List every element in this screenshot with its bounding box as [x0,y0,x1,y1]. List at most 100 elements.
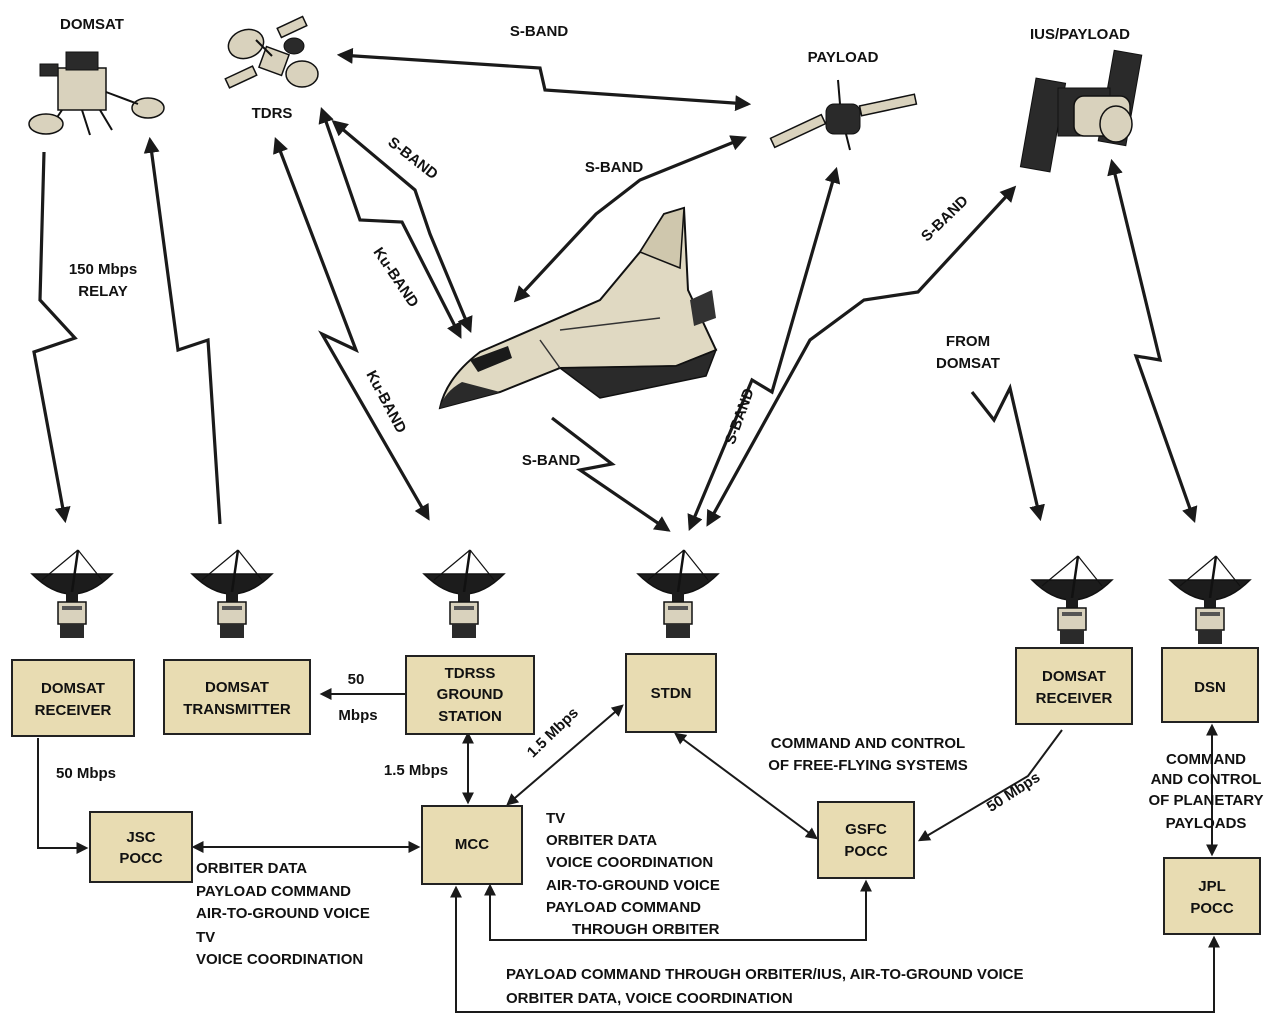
note-line: ORBITER DATA, VOICE COORDINATION [506,990,793,1007]
from-domsat-line [970,383,1045,522]
s-band-label-shuttle-stdn: S-BAND [522,452,580,469]
note-line: VOICE COORDINATION [546,854,713,871]
jsc-mcc-note: ORBITER DATA PAYLOAD COMMAND AIR-TO-GROU… [196,860,370,968]
note-line: AIR-TO-GROUND VOICE [196,905,370,922]
relay-label: RELAY [78,283,127,300]
box-label: DOMSAT [41,680,105,697]
box-label: JSC [126,829,155,846]
mcc-stdn-line [506,704,624,806]
mcc-jpl-line [450,885,1220,1013]
jsc-pocc-box: JSC POCC [89,811,193,883]
domsat-uplink-line [143,136,222,525]
ius-payload-label: IUS/PAYLOAD [1030,26,1130,43]
tdrs-satellite-icon [224,15,319,89]
box-label: GSFC [845,821,887,838]
antenna-dish-icon [30,548,114,640]
rate-label: 50 [348,671,365,688]
planetary-note: COMMAND AND CONTROL OF PLANETARY PAYLOAD… [1149,751,1264,832]
receiver-jsc-line [37,738,89,854]
rate-label: 1.5 Mbps [384,762,448,779]
ku-band-label-tdrs-ground: Ku-BAND [362,368,409,436]
payload-label: PAYLOAD [808,49,879,66]
s-band-label-tdrs-payload: S-BAND [510,23,568,40]
note-line: TV [546,810,565,827]
antenna-dish-icon [1030,554,1114,646]
relay-rate-label: 150 Mbps [69,261,137,278]
box-label: RECEIVER [35,702,112,719]
note-line: COMMAND AND CONTROL [771,735,965,752]
ius-dsn-line [1107,158,1198,524]
jpl-pocc-box: JPL POCC [1163,857,1261,935]
box-label: DOMSAT [205,679,269,696]
free-flying-note: COMMAND AND CONTROL OF FREE-FLYING SYSTE… [768,735,967,774]
mcc-jpl-note: PAYLOAD COMMAND THROUGH ORBITER/IUS, AIR… [506,966,1024,1007]
s-band-label-payload-shuttle: S-BAND [585,159,643,176]
note-line: PAYLOADS [1166,815,1247,832]
note-line: TV [196,929,215,946]
box-label: TDRSS [445,665,496,682]
from-domsat-label-line1: FROM [946,333,990,350]
tdrs-label: TDRS [252,105,293,122]
payload-satellite-icon [769,79,918,151]
note-line: THROUGH ORBITER [572,921,720,938]
note-line: AND CONTROL [1151,771,1262,788]
payload-shuttle-s-band-line [513,135,747,303]
rate-label: 50 Mbps [984,769,1044,816]
rate-label: 50 Mbps [56,765,116,782]
antenna-dish-icon [190,548,274,640]
note-line: PAYLOAD COMMAND [196,883,351,900]
tdrss-ground-station-box: TDRSS GROUND STATION [405,655,535,735]
tdrs-payload-s-band-line [336,47,752,112]
mcc-gsfc-note: TV ORBITER DATA VOICE COORDINATION AIR-T… [546,810,720,938]
mcc-box: MCC [421,805,523,885]
antenna-dish-icon [422,548,506,640]
box-label: POCC [844,843,888,860]
note-line: OF PLANETARY [1149,792,1264,809]
dsn-box: DSN [1161,647,1259,723]
box-label: GROUND [437,686,504,703]
receiver-gsfc-line [917,729,1063,842]
note-line: OF FREE-FLYING SYSTEMS [768,757,967,774]
note-line: ORBITER DATA [546,832,657,849]
note-line: PAYLOAD COMMAND [546,899,701,916]
space-shuttle-icon [438,206,718,410]
domsat-receiver-right-box: DOMSAT RECEIVER [1015,647,1133,725]
antenna-dish-icon [636,548,720,640]
domsat-label: DOMSAT [60,16,124,33]
from-domsat-label-line2: DOMSAT [936,355,1000,372]
stdn-box: STDN [625,653,717,733]
stdn-gsfc-line [674,732,818,840]
tdrs-ground-ku-band-line [273,137,430,521]
box-label: DOMSAT [1042,668,1106,685]
note-line: COMMAND [1166,751,1246,768]
note-line: VOICE COORDINATION [196,951,363,968]
antenna-dish-icon [1168,554,1252,646]
domsat-transmitter-box: DOMSAT TRANSMITTER [163,659,311,735]
box-label: POCC [119,850,163,867]
ius-payload-icon [1019,49,1143,173]
box-label: POCC [1190,900,1234,917]
s-band-label-stdn-ius: S-BAND [918,192,972,245]
domsat-satellite-icon [28,51,165,136]
shuttle-stdn-s-band-line [551,416,671,532]
note-line: ORBITER DATA [196,860,307,877]
domsat-downlink-line [32,151,78,524]
box-label: STDN [651,685,692,702]
domsat-receiver-left-box: DOMSAT RECEIVER [11,659,135,737]
box-label: TRANSMITTER [183,701,291,718]
rate-label: Mbps [338,707,377,724]
ku-band-label-tdrs-shuttle: Ku-BAND [370,244,422,310]
note-line: PAYLOAD COMMAND THROUGH ORBITER/IUS, AIR… [506,966,1024,983]
box-label: MCC [455,836,489,853]
s-band-label-stdn-payload: S-BAND [722,386,758,447]
box-label: DSN [1194,679,1226,696]
note-line: AIR-TO-GROUND VOICE [546,877,720,894]
box-label: JPL [1198,878,1226,895]
stdn-ius-s-band-line [706,185,1017,527]
s-band-label-tdrs-shuttle: S-BAND [385,134,442,183]
box-label: RECEIVER [1036,690,1113,707]
gsfc-pocc-box: GSFC POCC [817,801,915,879]
box-label: STATION [438,708,502,725]
